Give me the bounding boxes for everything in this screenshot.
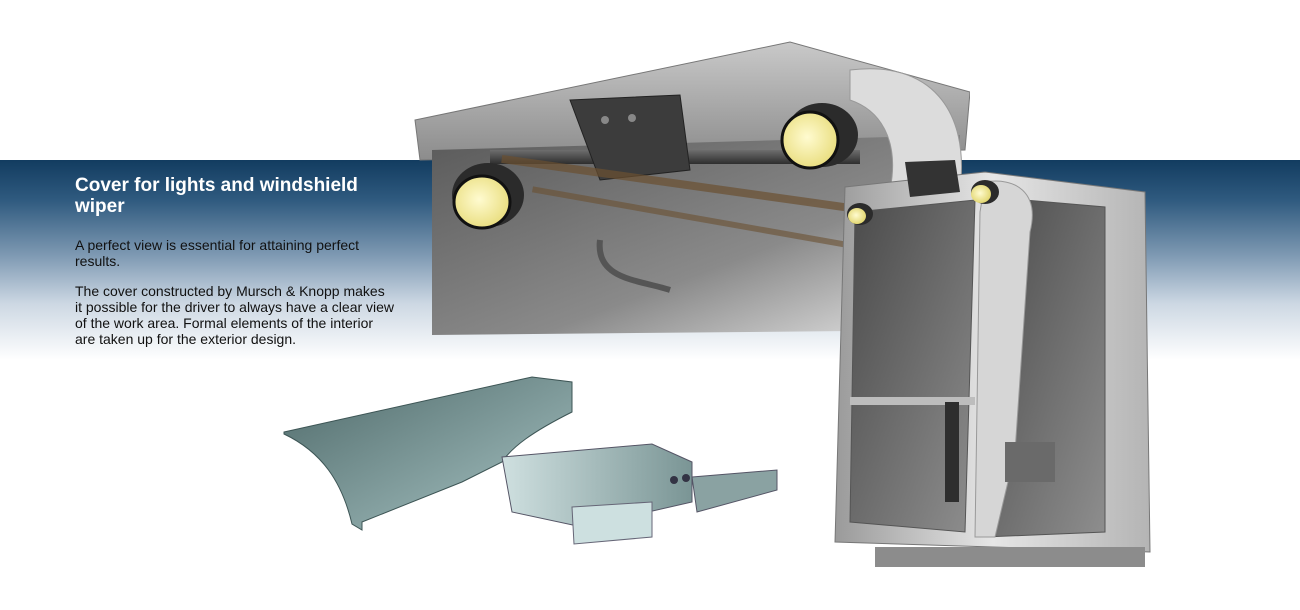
roof-cover-render bbox=[414, 41, 970, 335]
description-block: Cover for lights and windshield wiper A … bbox=[75, 175, 395, 361]
cab-right-light-icon bbox=[971, 180, 999, 204]
right-work-light-icon bbox=[780, 103, 858, 170]
cover-part-render bbox=[283, 376, 778, 545]
intro-paragraph: A perfect view is essential for attainin… bbox=[75, 237, 360, 269]
section-title: Cover for lights and windshield wiper bbox=[75, 175, 358, 217]
cab-left-light-icon bbox=[847, 203, 873, 225]
detail-paragraph: The cover constructed by Mursch & Knopp … bbox=[75, 283, 395, 347]
left-work-light-icon bbox=[452, 163, 524, 230]
cab-render bbox=[834, 160, 1151, 567]
